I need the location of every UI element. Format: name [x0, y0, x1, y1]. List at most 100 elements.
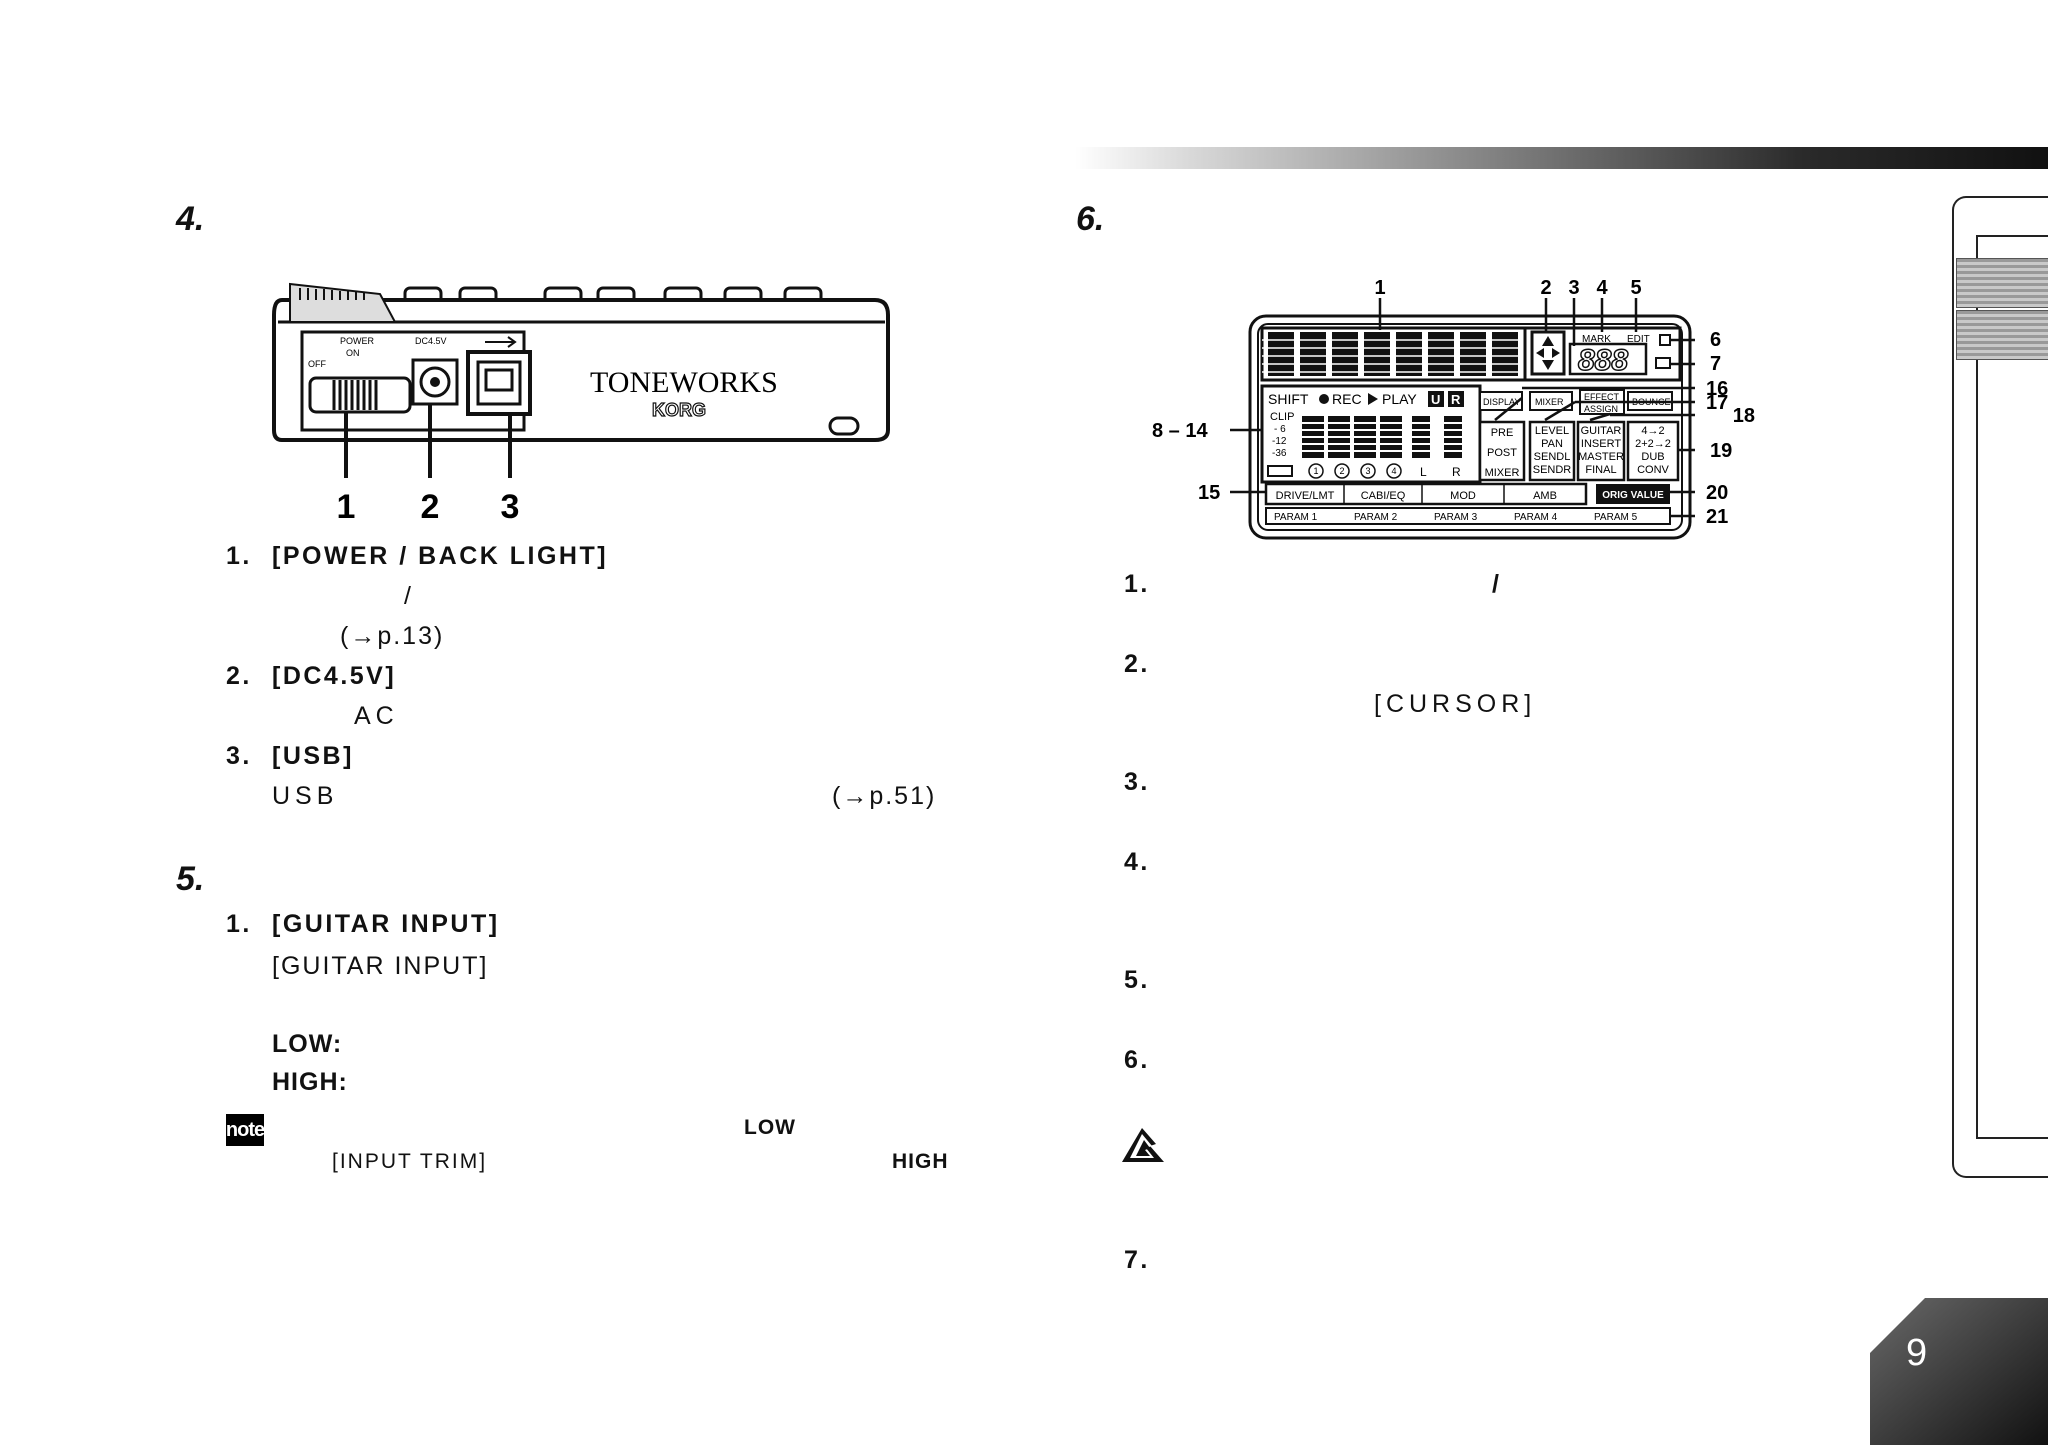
lcd-callout-8-14: 8 – 14: [1152, 420, 1208, 442]
lcd-track-2: 2: [1339, 466, 1344, 476]
s4-item2-num: 2.: [226, 662, 252, 690]
s4-item3-line2: (→p.51): [832, 782, 937, 810]
lcd-col3-1: INSERT: [1581, 438, 1621, 450]
lcd-col1-1: POST: [1487, 447, 1517, 459]
lcd-callout-17: 17: [1706, 392, 1728, 414]
lcd-r: R: [1451, 392, 1461, 407]
lcd-col3-2: MASTER: [1578, 451, 1624, 463]
lcd-clip: CLIP: [1270, 411, 1294, 423]
device-rear-panel-diagram: POWER ON OFF DC4.5V TONEWORKS KORG 1 2 3: [272, 282, 890, 526]
lcd-display-diagram: 888 MARK EDIT SHIFT REC PLAY U R CLIP - …: [1152, 277, 1755, 540]
lcd-track-1: 1: [1313, 466, 1318, 476]
lcd-edit: EDIT: [1627, 334, 1650, 345]
side-tab-inner-frame: [1976, 235, 2048, 1139]
s5-note-high: HIGH: [892, 1150, 949, 1173]
lcd-param-5: PARAM 5: [1594, 512, 1638, 523]
lcd-track-3: 3: [1365, 466, 1370, 476]
caution-icon: [1122, 1128, 1164, 1162]
lcd-col1-0: PRE: [1491, 427, 1514, 439]
s5-item1-line: [GUITAR INPUT]: [272, 952, 489, 980]
lcd-btn-mixer: MIXER: [1535, 397, 1564, 407]
s5-note-trim: [INPUT TRIM]: [332, 1150, 488, 1173]
lcd-callout-3: 3: [1568, 277, 1579, 299]
s6-item6-num: 6.: [1124, 1046, 1150, 1074]
s6-item1-num: 1.: [1124, 570, 1150, 598]
s4-item1-label: [POWER / BACK LIGHT]: [272, 542, 609, 570]
s6-item3-num: 3.: [1124, 768, 1150, 796]
lcd-callout-6: 6: [1710, 329, 1721, 351]
lcd-u: U: [1431, 392, 1440, 407]
s4-item3-line1: USB: [272, 782, 339, 810]
lcd-r2: R: [1452, 465, 1461, 479]
note-icon: note: [226, 1114, 265, 1146]
lcd-param-1: PARAM 1: [1274, 512, 1318, 523]
s5-high: HIGH:: [272, 1068, 348, 1096]
lcd-btn-assign: ASSIGN: [1584, 404, 1618, 414]
s4-item1-num: 1.: [226, 542, 252, 570]
lcd-col4-0: 4→2: [1641, 425, 1664, 437]
section-5-heading: 5.: [176, 860, 205, 898]
power-label: POWER: [340, 336, 375, 346]
lcd-col4-2: DUB: [1641, 451, 1664, 463]
s4-item1-line2: (→p.13): [340, 622, 445, 650]
lcd-scale-12: -12: [1272, 436, 1287, 447]
lcd-col2-0: LEVEL: [1535, 425, 1569, 437]
device-callout-1: 1: [337, 488, 356, 526]
s6-item2-num: 2.: [1124, 650, 1150, 678]
lcd-callout-16: 16: [1706, 378, 1728, 400]
s4-item3-num: 3.: [226, 742, 252, 770]
s5-item1-num: 1.: [226, 910, 252, 938]
lcd-rec: REC: [1332, 391, 1362, 407]
brand-korg: KORG: [652, 400, 706, 420]
page-corner: [1870, 1298, 2048, 1445]
lcd-effect-amb: AMB: [1533, 490, 1557, 502]
lcd-col1-2: MIXER: [1485, 467, 1520, 479]
lcd-l: L: [1420, 465, 1427, 479]
lcd-scale-36: -36: [1272, 448, 1287, 459]
lcd-callout-19: 19: [1710, 440, 1732, 462]
lcd-effect-drive: DRIVE/LMT: [1276, 490, 1335, 502]
lcd-play: PLAY: [1382, 391, 1417, 407]
svg-text:888: 888: [1578, 344, 1628, 377]
lcd-callout-1: 1: [1374, 277, 1385, 299]
off-label: OFF: [308, 359, 326, 369]
dc-label: DC4.5V: [415, 336, 447, 346]
s5-note-low: LOW: [744, 1116, 796, 1139]
lcd-effect-cabi: CABI/EQ: [1361, 490, 1406, 502]
s5-item1-label: [GUITAR INPUT]: [272, 910, 500, 938]
lcd-param-3: PARAM 3: [1434, 512, 1478, 523]
s5-low: LOW:: [272, 1030, 343, 1058]
side-tab-frame: [1952, 196, 2048, 1178]
brand-toneworks: TONEWORKS: [590, 366, 778, 399]
lcd-callout-5: 5: [1630, 277, 1641, 299]
lcd-orig-value: ORIG VALUE: [1602, 490, 1664, 501]
s4-item3-label: [USB]: [272, 742, 354, 770]
device-callout-2: 2: [421, 488, 440, 526]
lcd-callout-15: 15: [1198, 482, 1220, 504]
lcd-callout-20: 20: [1706, 482, 1728, 504]
on-label: ON: [346, 348, 360, 358]
s6-item4-num: 4.: [1124, 848, 1150, 876]
device-callout-3: 3: [501, 488, 520, 526]
lcd-callout-18: 18: [1733, 405, 1755, 427]
lcd-callout-2: 2: [1540, 277, 1551, 299]
lcd-effect-mod: MOD: [1450, 490, 1476, 502]
s4-item1-line1: /: [404, 582, 413, 610]
lcd-btn-display: DISPLAY: [1483, 397, 1520, 407]
lcd-col4-1: 2+2→2: [1635, 438, 1671, 450]
side-tab-strip-2: [1956, 310, 2048, 360]
lcd-scale-6: - 6: [1274, 424, 1286, 435]
section-6-heading: 6.: [1076, 200, 1105, 238]
s6-item5-num: 5.: [1124, 966, 1150, 994]
lcd-col3-0: GUITAR: [1581, 425, 1622, 437]
lcd-col2-2: SENDL: [1534, 451, 1571, 463]
s4-item2-line1: AC: [354, 702, 399, 730]
lcd-callout-21: 21: [1706, 506, 1728, 528]
lcd-col2-3: SENDR: [1533, 464, 1572, 476]
page-number: 9: [1906, 1332, 1928, 1374]
lcd-col3-3: FINAL: [1585, 464, 1616, 476]
side-tab-strip-1: [1956, 258, 2048, 308]
s6-item2-text: [CURSOR]: [1374, 690, 1537, 718]
lcd-col2-1: PAN: [1541, 438, 1563, 450]
lcd-shift: SHIFT: [1268, 391, 1309, 407]
